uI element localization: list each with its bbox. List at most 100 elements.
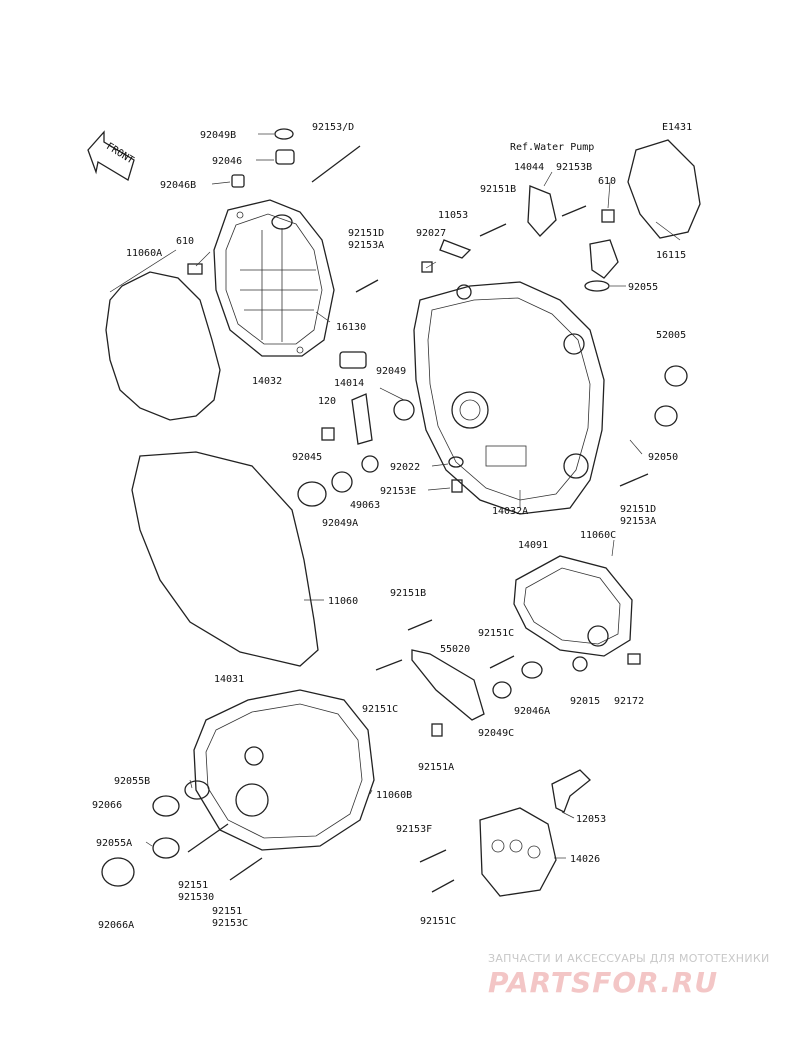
shaft-14014-icon bbox=[339, 351, 367, 369]
bushing-92046b-icon bbox=[231, 174, 245, 188]
part-label: 11060C bbox=[580, 530, 616, 541]
part-label: 92046A bbox=[514, 706, 550, 717]
bolt-92151c-icon bbox=[375, 659, 403, 671]
part-label: 92153B bbox=[556, 162, 592, 173]
part-label: 11060A bbox=[126, 248, 162, 259]
part-label: 16115 bbox=[656, 250, 686, 261]
lever-120-icon bbox=[351, 393, 373, 445]
impeller-52005-icon bbox=[589, 239, 619, 279]
oring-92055b-icon bbox=[184, 780, 210, 800]
bolt-92153c-icon bbox=[229, 857, 263, 881]
crankcase-cover-14032a-drawing bbox=[413, 281, 605, 515]
gasket-11060a-drawing bbox=[105, 271, 221, 421]
part-label: 92022 bbox=[390, 462, 420, 473]
cover-14026-drawing bbox=[479, 807, 557, 897]
seal-92050b-icon bbox=[654, 405, 678, 427]
screw-92172-icon bbox=[627, 653, 641, 665]
part-labels: 92049B 92153/D 92046 92046B 11060A 610 9… bbox=[92, 122, 686, 931]
bolt-92151d-icon bbox=[355, 279, 379, 293]
part-label: 92151D bbox=[348, 228, 384, 239]
seal-92049c-icon bbox=[492, 681, 512, 699]
part-label: 92066 bbox=[92, 800, 122, 811]
part-label: 92046B bbox=[160, 180, 196, 191]
part-label: 92151 bbox=[212, 906, 242, 917]
part-label: 52005 bbox=[656, 330, 686, 341]
plug-92153e-icon bbox=[451, 479, 463, 493]
bearing-92045-icon bbox=[297, 481, 327, 507]
dowel-610-icon bbox=[187, 263, 203, 275]
part-label: 92015 bbox=[570, 696, 600, 707]
bolt-921530-icon bbox=[187, 823, 229, 853]
part-label: 55020 bbox=[440, 644, 470, 655]
part-label: 610 bbox=[598, 176, 616, 187]
part-label: 11060 bbox=[328, 596, 358, 607]
part-label: 92151 bbox=[178, 880, 208, 891]
part-label: 49063 bbox=[350, 500, 380, 511]
bolt-92151a-icon bbox=[431, 723, 443, 737]
part-label: 12053 bbox=[576, 814, 606, 825]
oring-92055-icon bbox=[584, 280, 610, 292]
part-label: 14032 bbox=[252, 376, 282, 387]
bolt-92153d-icon bbox=[311, 145, 361, 183]
bushing-92046a-icon bbox=[521, 661, 543, 679]
screw-icon bbox=[321, 427, 335, 441]
part-label: 14044 bbox=[514, 162, 544, 173]
watermark-tagline: ЗАПЧАСТИ И АКСЕССУАРЫ ДЛЯ МОТОТЕХНИКИ bbox=[488, 952, 770, 965]
front-arrow-icon: FRONT bbox=[87, 130, 136, 181]
bolt-92151c-b-icon bbox=[489, 655, 515, 669]
part-label: 16130 bbox=[336, 322, 366, 333]
part-label: 92049B bbox=[200, 130, 236, 141]
pedal-12053-icon bbox=[551, 769, 591, 813]
part-label: 92153/D bbox=[312, 122, 354, 133]
bolt-92153f-icon bbox=[419, 849, 447, 863]
part-label: 92153F bbox=[396, 824, 432, 835]
collar-92027-icon bbox=[421, 261, 433, 273]
part-label: 92151B bbox=[480, 184, 516, 195]
part-label: 92049C bbox=[478, 728, 514, 739]
bracket-14044-icon bbox=[527, 185, 557, 237]
gasket-11060-drawing bbox=[131, 451, 319, 667]
part-label: 92153E bbox=[380, 486, 416, 497]
part-label: 11053 bbox=[438, 210, 468, 221]
part-label: 92151C bbox=[420, 916, 456, 927]
part-label: 14014 bbox=[334, 378, 364, 389]
part-label: 14091 bbox=[518, 540, 548, 551]
cap-92066-icon bbox=[152, 795, 180, 817]
washer-92022-icon bbox=[448, 456, 464, 468]
cover-14091-drawing bbox=[513, 555, 633, 657]
cover-14032-drawing bbox=[213, 199, 335, 357]
part-label: 610 bbox=[176, 236, 194, 247]
part-label: 92049 bbox=[376, 366, 406, 377]
part-label: 92050 bbox=[648, 452, 678, 463]
part-label: 92045 bbox=[292, 452, 322, 463]
seal-92050a-icon bbox=[664, 365, 688, 387]
part-label: 92055 bbox=[628, 282, 658, 293]
part-label: 921530 bbox=[178, 892, 214, 903]
diagram-ref-code: E1431 bbox=[662, 122, 692, 133]
part-label: 92151D bbox=[620, 504, 656, 515]
bolt-92153b-icon bbox=[561, 205, 587, 217]
part-label: 92153C bbox=[212, 918, 248, 929]
leader-lines bbox=[109, 133, 681, 859]
part-label: 11060B bbox=[376, 790, 412, 801]
bolt-92151c-c-icon bbox=[431, 879, 455, 893]
seal-92049b-icon bbox=[274, 128, 294, 140]
lever-55020-icon bbox=[411, 649, 485, 721]
part-label: 92055B bbox=[114, 776, 150, 787]
part-label: 120 bbox=[318, 396, 336, 407]
part-label: 92151A bbox=[418, 762, 454, 773]
front-arrow-label: FRONT bbox=[104, 141, 135, 166]
seal-92049-icon bbox=[393, 399, 415, 421]
part-label: 92153A bbox=[620, 516, 656, 527]
part-label: 92066A bbox=[98, 920, 134, 931]
seal-92049a-icon bbox=[331, 471, 353, 493]
oring-92055a-icon bbox=[152, 837, 180, 859]
dowel-610b-icon bbox=[601, 209, 615, 223]
water-pump-ref-note: Ref.Water Pump bbox=[510, 142, 594, 153]
bushing-92046-icon bbox=[275, 149, 295, 165]
part-label: 92027 bbox=[416, 228, 446, 239]
part-label: 92055A bbox=[96, 838, 132, 849]
part-label: 14031 bbox=[214, 674, 244, 685]
bolt-92151b-icon bbox=[479, 223, 507, 237]
